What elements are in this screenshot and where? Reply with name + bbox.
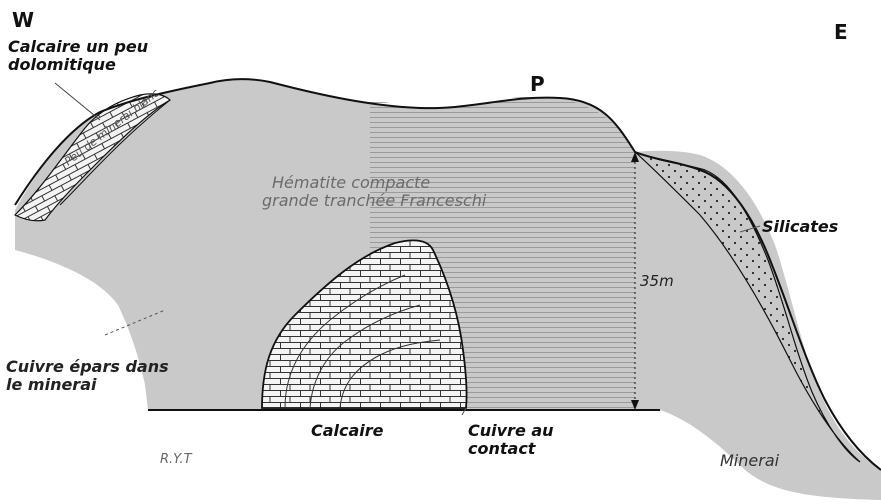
height-label: 35m bbox=[640, 272, 674, 290]
copper-scattered-label: Cuivre épars dans le minerai bbox=[6, 358, 169, 394]
peak-label: P bbox=[530, 72, 545, 96]
copper-contact-label: Cuivre au contact bbox=[468, 422, 554, 458]
east-direction-label: E bbox=[834, 20, 848, 44]
ore-label: Minerai bbox=[720, 452, 779, 470]
copper-contact-line-2: contact bbox=[468, 440, 554, 458]
dolomitic-limestone-line-1: Calcaire un peu bbox=[8, 38, 148, 56]
copper-scattered-line-1: Cuivre épars dans bbox=[6, 358, 169, 376]
silicates-label: Silicates bbox=[762, 218, 838, 236]
author-initials: R.Y.T bbox=[160, 452, 192, 467]
hematite-label: Hématite compacte grande tranchée France… bbox=[262, 174, 486, 210]
leader-dolomite bbox=[55, 83, 100, 120]
dolomitic-limestone-line-2: dolomitique bbox=[8, 56, 148, 74]
west-direction-label: W bbox=[12, 8, 34, 32]
copper-scattered-line-2: le minerai bbox=[6, 376, 169, 394]
dolomitic-limestone-label: Calcaire un peu dolomitique bbox=[8, 38, 148, 74]
copper-contact-line-1: Cuivre au bbox=[468, 422, 554, 440]
hematite-line-1: Hématite compacte bbox=[262, 174, 486, 192]
hematite-line-2: grande tranchée Franceschi bbox=[262, 192, 486, 210]
limestone-label: Calcaire bbox=[311, 422, 384, 440]
